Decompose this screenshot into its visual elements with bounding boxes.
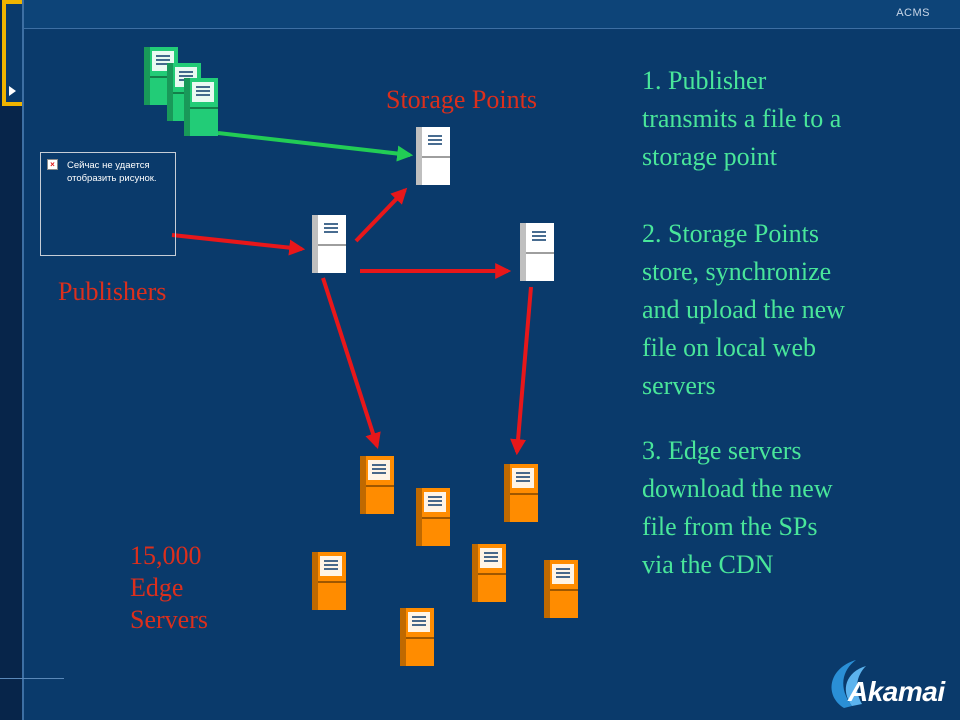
edge-server-icon [503,463,539,523]
edge-server-icon [399,607,435,667]
akamai-logo-text: Akamai [848,676,945,707]
akamai-logo [831,660,866,708]
publisher-server-icon [183,77,219,137]
storage-points-label: Storage Points [386,85,537,114]
step-2: 2. Storage Points store, synchronize and… [642,215,912,405]
edge-server-icon [359,455,395,515]
broken-image-text: Сейчас не удается отобразить рисунок. [67,160,157,184]
step-1-line: transmits a file to a [642,104,842,133]
step-3-line: file from the SPs [642,512,818,541]
red-arrow-storage-to-edge-right [510,286,533,456]
step-2-line: file on local web [642,333,816,362]
edge-server-icon [311,551,347,611]
step-2-line: store, synchronize [642,257,832,286]
edge-server-icon [415,487,451,547]
left-sidebar-bar [0,0,24,720]
edge-server-icon [543,559,579,619]
step-3-line: via the CDN [642,550,774,579]
step-3: 3. Edge servers download the new file fr… [642,432,912,584]
storage-server-icon [311,214,347,274]
step-1: 1. Publisher transmits a file to a stora… [642,62,912,176]
step-1-line: storage point [642,142,778,171]
broken-image-placeholder: × Сейчас не удается отобразить рисунок. [40,152,176,256]
footer-divider [0,678,64,679]
step-3-line: 3. Edge servers [642,436,802,465]
green-arrow-publisher-to-storage [217,131,414,162]
sidebar-divider [22,0,24,720]
step-1-line: 1. Publisher [642,66,767,95]
edge-servers-count: 15,000 [130,541,202,570]
step-2-line: servers [642,371,716,400]
step-2-line: 2. Storage Points [642,219,819,248]
header-label: ACMS [896,7,930,19]
broken-image-icon: × [47,159,58,170]
edge-server-icon [471,543,507,603]
play-arrow-icon [9,86,16,96]
step-3-line: download the new [642,474,833,503]
red-arrow-storage-to-edge-left [321,277,381,450]
edge-servers-word-2: Servers [130,605,208,634]
edge-servers-label: 15,000 Edge Servers [130,540,208,636]
red-arrow-storage-to-storage-top [354,187,408,243]
edge-servers-word-1: Edge [130,573,184,602]
storage-server-icon [415,126,451,186]
publishers-label: Publishers [58,277,167,306]
step-2-line: and upload the new [642,295,845,324]
storage-server-icon [519,222,555,282]
red-arrow-publisher-to-storage [171,233,306,256]
header-strip: ACMS [24,0,960,29]
